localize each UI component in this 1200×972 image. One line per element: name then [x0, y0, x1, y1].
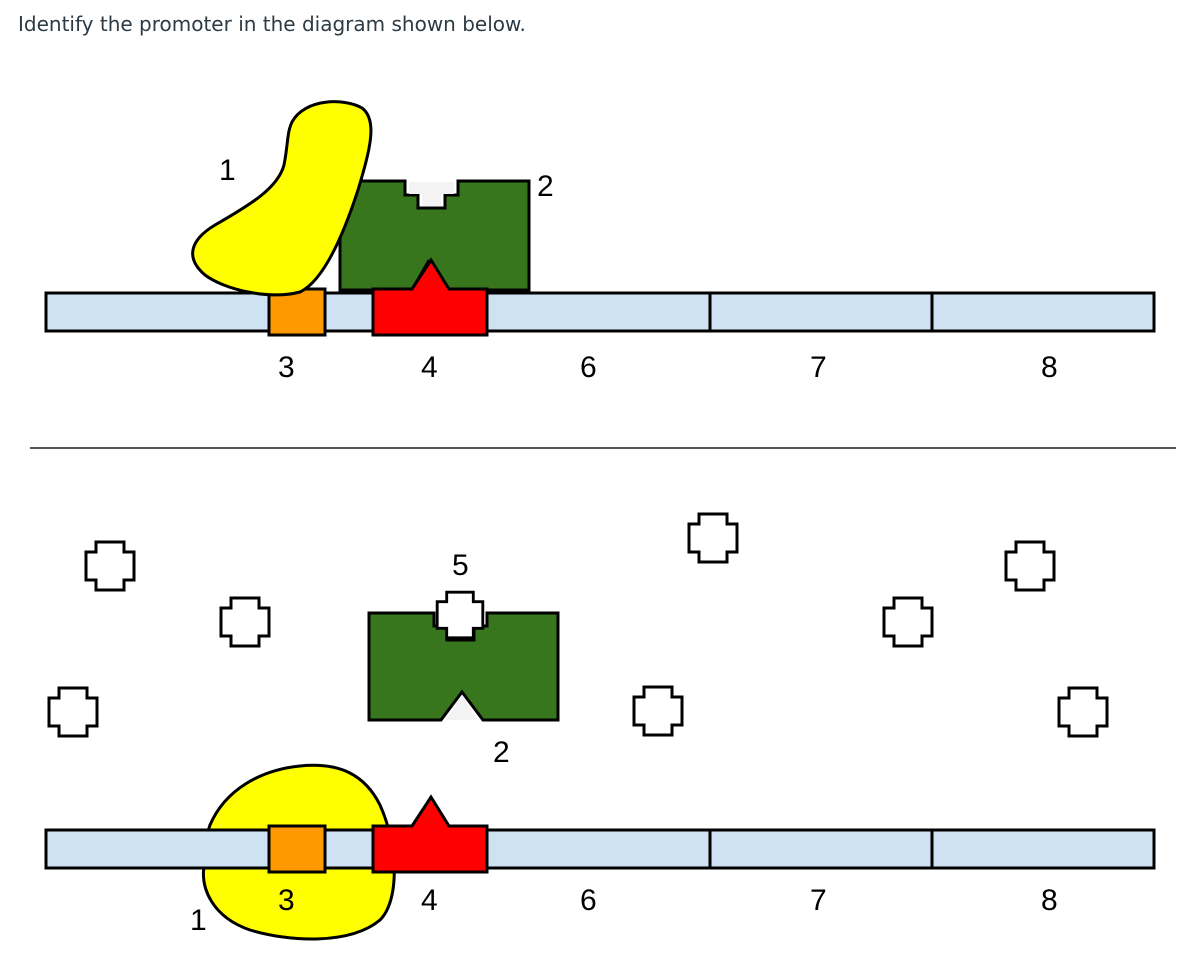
top-label-7: 7: [810, 351, 827, 384]
inducer-molecule: [47, 686, 99, 738]
bottom-label-7: 7: [810, 884, 827, 917]
bottom-label-6: 6: [580, 884, 597, 917]
bottom-orange-sequence: [267, 824, 327, 874]
inducer-molecule: [882, 596, 934, 648]
inducer-molecule: [632, 685, 684, 737]
top-polymerase-protein: [191, 100, 373, 297]
top-label-6: 6: [580, 351, 597, 384]
top-label-2: 2: [537, 170, 554, 203]
top-label-8: 8: [1041, 351, 1058, 384]
top-label-3: 3: [278, 351, 295, 384]
top-repressor-binding-site: [409, 182, 454, 206]
top-dna-strand: [44, 291, 1156, 333]
top-label-4: 4: [421, 351, 438, 384]
bottom-label-4: 4: [421, 884, 438, 917]
bottom-label-3: 3: [278, 884, 295, 917]
top-red-sequence: [371, 257, 489, 337]
top-panel: 1 2 3 4 6 7 8: [44, 100, 1156, 384]
bottom-repressor-dna-site: [446, 696, 478, 720]
bottom-label-1: 1: [190, 904, 207, 937]
inducer-molecule: [84, 540, 136, 592]
inducer-molecule: [1057, 686, 1109, 738]
bottom-red-sequence: [371, 794, 489, 874]
top-label-1: 1: [219, 154, 236, 187]
inducer-molecule: [687, 512, 739, 564]
question-text: Identify the promoter in the diagram sho…: [18, 12, 526, 36]
bottom-label-2: 2: [493, 736, 510, 769]
inducer-molecule: [1004, 540, 1056, 592]
bottom-dna-strand: [44, 828, 1156, 870]
bottom-label-5: 5: [452, 549, 469, 582]
bottom-label-8: 8: [1041, 884, 1058, 917]
bottom-panel: 5 2 3 4 6 7 8 1: [44, 512, 1156, 941]
inducer-molecule: [219, 596, 271, 648]
